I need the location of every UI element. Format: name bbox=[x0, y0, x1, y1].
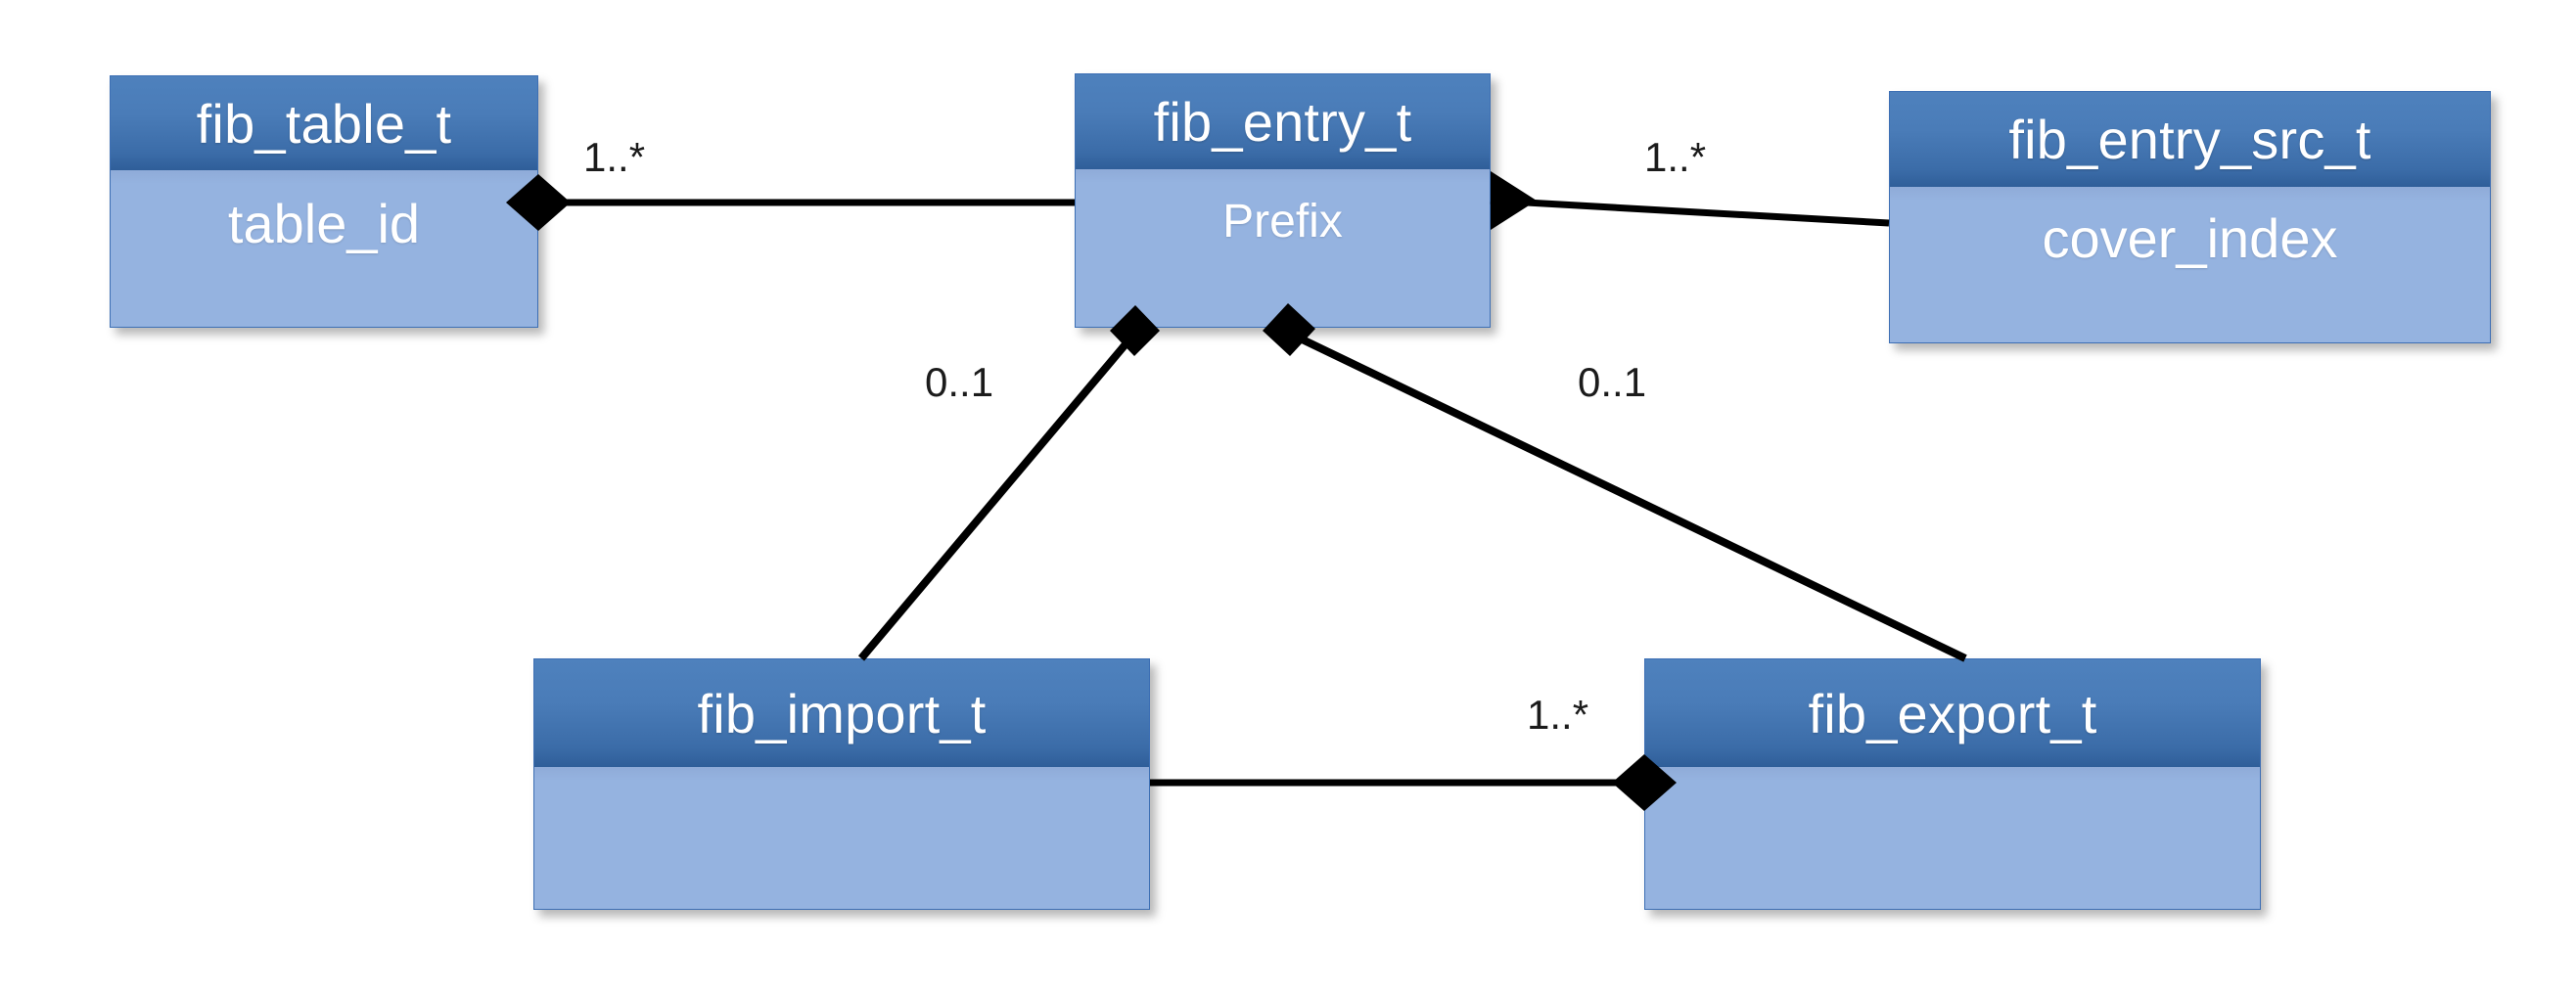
uml-attribute-prefix: Prefix bbox=[1222, 196, 1343, 248]
uml-class-fib-export-t[interactable]: fib_export_t bbox=[1644, 658, 2261, 910]
connector-line-entry-src bbox=[1490, 197, 1890, 227]
uml-class-body-fib-import-t bbox=[534, 767, 1149, 909]
filled-arrow-marker-entry-src bbox=[1491, 171, 1537, 230]
connector-line-entry-export bbox=[1286, 329, 1967, 662]
connector-line-entry-import bbox=[857, 330, 1139, 661]
uml-class-title-fib-entry-src-t: fib_entry_src_t bbox=[1890, 92, 2490, 187]
uml-class-body-fib-entry-src-t: cover_index bbox=[1890, 187, 2490, 342]
uml-class-title-fib-export-t: fib_export_t bbox=[1645, 659, 2260, 767]
uml-class-title-fib-entry-t: fib_entry_t bbox=[1076, 74, 1490, 169]
uml-attribute-cover-index: cover_index bbox=[2042, 207, 2338, 269]
uml-class-fib-entry-src-t[interactable]: fib_entry_src_t cover_index bbox=[1889, 91, 2491, 343]
uml-attribute-table-id: table_id bbox=[227, 193, 421, 254]
uml-class-body-fib-entry-t: Prefix bbox=[1076, 169, 1490, 327]
connector-fib-entry-t-fib-entry-src-t[interactable] bbox=[1490, 171, 1890, 230]
uml-class-body-fib-table-t: table_id bbox=[111, 170, 537, 327]
connector-fib-import-t-fib-export-t[interactable] bbox=[1150, 754, 1677, 811]
connector-fib-entry-t-fib-export-t[interactable] bbox=[1263, 303, 1967, 662]
uml-class-title-fib-table-t: fib_table_t bbox=[111, 76, 537, 170]
multiplicity-label-entry-import: 0..1 bbox=[925, 359, 994, 405]
filled-diamond-marker-import-export bbox=[1612, 754, 1677, 811]
uml-class-body-fib-export-t bbox=[1645, 767, 2260, 909]
uml-class-title-fib-import-t: fib_import_t bbox=[534, 659, 1149, 767]
uml-class-fib-import-t[interactable]: fib_import_t bbox=[533, 658, 1150, 910]
multiplicity-label-import-export: 1..* bbox=[1527, 692, 1589, 738]
multiplicity-label-entry-src: 1..* bbox=[1644, 134, 1707, 180]
uml-class-fib-entry-t[interactable]: fib_entry_t Prefix bbox=[1075, 73, 1491, 328]
connector-fib-table-t-fib-entry-t[interactable] bbox=[506, 174, 1075, 231]
filled-diamond-marker-entry-import bbox=[1110, 305, 1160, 356]
uml-class-fib-table-t[interactable]: fib_table_t table_id bbox=[110, 75, 538, 328]
multiplicity-label-entry-export: 0..1 bbox=[1578, 359, 1647, 405]
filled-diamond-marker-table-entry bbox=[506, 174, 571, 231]
multiplicity-label-table-entry: 1..* bbox=[583, 134, 646, 180]
top-caption-strip bbox=[0, 0, 2576, 14]
filled-diamond-marker-entry-export bbox=[1263, 303, 1315, 356]
connector-fib-entry-t-fib-import-t[interactable] bbox=[857, 305, 1160, 661]
